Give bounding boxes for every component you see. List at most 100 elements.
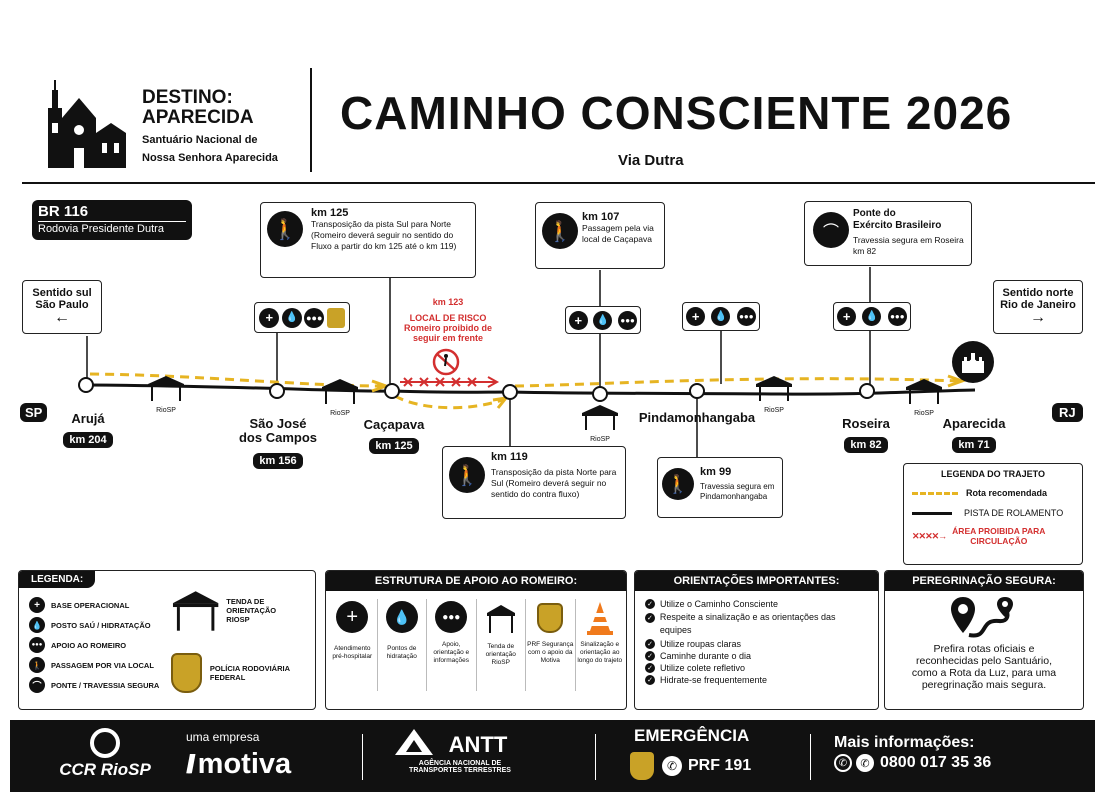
destination-block: DESTINO: APARECIDA Santuário Nacional de… [142, 87, 278, 165]
motiva-logo: /// motiva [186, 748, 291, 781]
tent-icon: RioSP [320, 377, 360, 417]
north-direction-line2: Rio de Janeiro [1000, 299, 1076, 311]
guideline-item: ✓Respeite a sinalização e as orientações… [645, 611, 868, 637]
south-direction-sign: Sentido sul São Paulo ← [22, 280, 102, 334]
forbidden-area [400, 376, 500, 388]
legend-row: ⌒PONTE / TRAVESSIA SEGURA [29, 677, 159, 693]
info-phone[interactable]: 0800 017 35 36 [880, 754, 992, 771]
guidelines-panel: ORIENTAÇÕES IMPORTANTES: ✓Utilize o Cami… [634, 570, 879, 710]
guideline-item: ✓Caminhe durante o dia [645, 651, 868, 661]
drop-icon: 💧 [711, 307, 731, 326]
city-name: Roseira [842, 416, 890, 431]
node-km107[interactable] [592, 386, 608, 402]
support-item: ●●● Apoio, orientação e informações [427, 599, 477, 691]
support-panel: ESTRUTURA DE APOIO AO ROMEIRO: + Atendim… [325, 570, 627, 710]
people-icon: ●●● [736, 307, 756, 326]
walker-icon: 🚶 [449, 457, 485, 493]
basilica-node-icon[interactable] [952, 341, 994, 383]
support-item: PRF Segurança com o apoio da Motiva [526, 599, 576, 691]
drop-icon: 💧 [29, 617, 45, 633]
callout-km119: 🚶 km 119 Transposição da pista Norte par… [442, 446, 626, 519]
emergency-label: EMERGÊNCIA [634, 726, 750, 745]
check-icon: ✓ [645, 651, 655, 661]
node-aruja[interactable] [78, 377, 94, 393]
people-icon: ●●● [618, 310, 638, 330]
km-badge: km 82 [844, 437, 888, 453]
node-roseira[interactable] [859, 383, 875, 399]
guideline-text: Utilize roupas claras [660, 639, 742, 649]
plus-icon: + [568, 310, 588, 330]
cone-icon [586, 602, 613, 635]
callout-km125-text: Transposição da pista Sul para Norte (Ro… [311, 219, 457, 251]
people-icon: ●●● [29, 637, 45, 653]
sp-badge: SP [20, 403, 48, 422]
guideline-text: Hidrate-se frequentemente [660, 675, 768, 685]
km-badge: km 204 [63, 432, 113, 448]
node-pindamonhangaba[interactable] [689, 383, 705, 399]
footer-divider [810, 734, 811, 780]
node-sao-jose[interactable] [269, 383, 285, 399]
tent-label: RioSP [764, 407, 784, 414]
services-roseira: + 💧 ●●● [833, 302, 911, 331]
callout-ponte-title2: Exército Brasileiro [853, 220, 942, 231]
risk-km: km 123 [432, 297, 464, 307]
prf-badge-icon [326, 307, 345, 328]
walker-icon: 🚶 [662, 468, 694, 500]
tent-icon [486, 605, 515, 633]
support-label: Apoio, orientação e informações [433, 641, 470, 664]
destino-label: DESTINO: [142, 87, 233, 108]
route-legend-title: LEGENDA DO TRAJETO [940, 469, 1045, 479]
santuario-line1: Santuário Nacional de [142, 134, 258, 146]
callout-km119-text: Transposição da pista Norte para Sul (Ro… [491, 467, 617, 499]
highway-code: BR 116 [38, 203, 89, 220]
callout-km99: 🚶 km 99 Travessia segura em Pindamonhang… [657, 457, 783, 518]
city-name-line1: São José [249, 416, 307, 431]
km-badge: km 125 [369, 438, 419, 454]
city-name: Caçapava [363, 417, 425, 432]
legend-police: POLÍCIA RODOVIÁRIA FEDERAL [171, 653, 315, 693]
legend-label: BASE OPERACIONAL [51, 600, 130, 610]
risk-label: km 123 LOCAL DE RISCO Romeiro proibido d… [392, 297, 504, 343]
callout-km107-km: km 107 [582, 211, 620, 223]
phone-icon: ✆ [662, 756, 682, 776]
emergency-row: ✆ PRF 191 [630, 752, 751, 780]
callout-km125: 🚶 km 125 Transposição da pista Sul para … [260, 202, 476, 278]
node-cacapava[interactable] [384, 383, 400, 399]
destino-name: APARECIDA [142, 107, 254, 128]
rj-badge: RJ [1052, 403, 1083, 422]
ccr-logo: CCR RioSP [50, 728, 160, 780]
tent-icon [172, 591, 219, 631]
bridge-icon: ⌒ [29, 677, 45, 693]
plus-icon: + [336, 601, 369, 633]
header-rule [22, 182, 1095, 184]
info-label: Mais informações: [834, 734, 975, 751]
plus-icon: + [29, 597, 45, 613]
tent-label: RioSP [914, 410, 934, 417]
node-km119[interactable] [502, 384, 518, 400]
city-pindamonhangaba: Pindamonhangaba [632, 410, 762, 425]
footer-divider [362, 734, 363, 780]
header-divider [310, 68, 312, 172]
check-icon: ✓ [645, 599, 655, 609]
north-direction-sign: Sentido norte Rio de Janeiro → [993, 280, 1083, 334]
motiva-mark-icon: /// [186, 749, 195, 779]
legend-panel: LEGENDA: +BASE OPERACIONAL 💧POSTO SAÚ / … [18, 570, 316, 710]
lane-label: PISTA DE ROLAMENTO [964, 508, 1064, 518]
people-icon: ●●● [304, 307, 325, 328]
callout-ponte-title1: Ponte do [853, 208, 896, 219]
plus-icon: + [259, 307, 280, 328]
prf-badge-icon [630, 752, 654, 780]
prf-number[interactable]: PRF 191 [688, 757, 752, 774]
callout-km107-text: Passagem pela via local de Caçapava [582, 223, 654, 244]
city-name: Aparecida [942, 416, 1006, 431]
antt-triangle-icon [395, 729, 433, 755]
drop-icon: 💧 [862, 307, 882, 326]
check-icon: ✓ [645, 613, 655, 623]
legend-tent-line1: TENDA DE ORIENTAÇÃO [226, 596, 277, 615]
support-title: ESTRUTURA DE APOIO AO ROMEIRO: [326, 571, 626, 591]
south-direction-line1: Sentido sul [32, 287, 92, 299]
tent-label: RioSP [330, 410, 350, 417]
walker-icon: 🚶 [542, 213, 578, 249]
city-roseira: Roseira km 82 [836, 416, 896, 453]
footer: CCR RioSP uma empresa /// motiva ANTT AG… [10, 720, 1095, 792]
